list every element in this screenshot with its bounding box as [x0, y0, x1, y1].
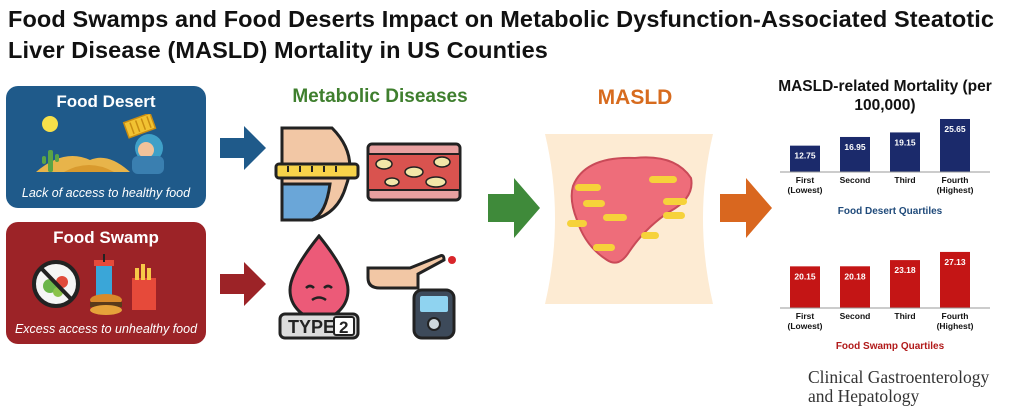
food-swamp-bar	[840, 266, 870, 308]
type-label: TYPE	[288, 317, 335, 337]
food-swamp-bar	[940, 251, 970, 308]
food-swamp-tick-label: First	[796, 311, 815, 321]
food-desert-value-label: 12.75	[794, 151, 816, 161]
food-desert-tick-label: First	[796, 175, 815, 185]
food-desert-value-label: 19.15	[894, 137, 916, 147]
food-swamp-caption: Excess access to unhealthy food	[14, 322, 198, 336]
desert-scene-icon	[36, 114, 164, 174]
journal-name: Clinical Gastroenterology and Hepatology	[808, 368, 1022, 406]
artery-plaque-icon	[366, 142, 462, 202]
food-swamp-bar-chart: 20.15 20.18 23.18 27.13 First(Lowest) Second…	[780, 251, 990, 331]
food-swamp-tick-label: (Lowest)	[788, 321, 823, 331]
food-swamp-value-label: 23.18	[894, 265, 916, 275]
food-desert-tick-label: Second	[840, 175, 871, 185]
food-swamp-tick-label: Fourth	[942, 311, 969, 321]
arrow-right-icon	[220, 126, 266, 170]
food-desert-tick-label: Third	[894, 175, 915, 185]
food-desert-bar	[940, 118, 970, 172]
junk-food-icon	[32, 254, 156, 315]
food-desert-tick-label: (Lowest)	[788, 185, 823, 195]
food-desert-bar-chart: 12.75 16.95 19.15 25.65 First(Lowest) Second…	[780, 118, 990, 195]
food-swamp-tick-label: Third	[894, 311, 915, 321]
masld-heading: MASLD	[597, 86, 673, 109]
journal-line-2: and Hepatology	[808, 386, 920, 406]
page-title: Food Swamps and Food Deserts Impact on M…	[8, 6, 995, 63]
food-swamp-value-label: 20.18	[844, 271, 866, 281]
food-desert-caption: Lack of access to healthy food	[21, 186, 191, 200]
food-desert-tick-label: Fourth	[942, 175, 969, 185]
food-desert-bar	[840, 136, 870, 172]
food-swamp-heading: Food Swamp	[53, 228, 159, 247]
blood-drop-icon: TYPE 2	[278, 234, 360, 340]
food-swamp-quartiles-label: Food Swamp Quartiles	[835, 341, 945, 352]
type-number: 2	[339, 318, 348, 337]
food-desert-quartiles-label: Food Desert Quartiles	[837, 206, 943, 217]
journal-line-1: Clinical Gastroenterology	[808, 367, 990, 387]
arrow-right-icon	[488, 178, 540, 238]
glucose-meter-icon	[366, 254, 456, 340]
fatty-liver-icon	[545, 134, 713, 304]
food-desert-value-label: 25.65	[944, 124, 966, 134]
food-swamp-tick-label: (Highest)	[937, 321, 974, 331]
arrow-right-icon	[220, 262, 266, 306]
food-desert-bar	[790, 145, 820, 172]
chart-title: MASLD-related Mortality (per 100,000)	[778, 78, 992, 114]
food-swamp-box: Food Swamp Excess access to unhealthy fo…	[6, 222, 206, 344]
obesity-icon	[274, 126, 360, 222]
food-swamp-bar	[890, 260, 920, 308]
food-swamp-bar	[790, 266, 820, 308]
arrow-right-icon	[720, 178, 772, 238]
food-swamp-value-label: 27.13	[944, 257, 966, 267]
food-swamp-value-label: 20.15	[794, 271, 816, 281]
metabolic-diseases-heading: Metabolic Diseases	[292, 86, 468, 107]
food-desert-heading: Food Desert	[56, 92, 156, 111]
food-desert-value-label: 16.95	[844, 142, 866, 152]
food-desert-bar	[890, 132, 920, 172]
food-desert-box: Food Desert Lack of access to healthy fo…	[6, 86, 206, 208]
food-desert-tick-label: (Highest)	[937, 185, 974, 195]
food-swamp-tick-label: Second	[840, 311, 871, 321]
